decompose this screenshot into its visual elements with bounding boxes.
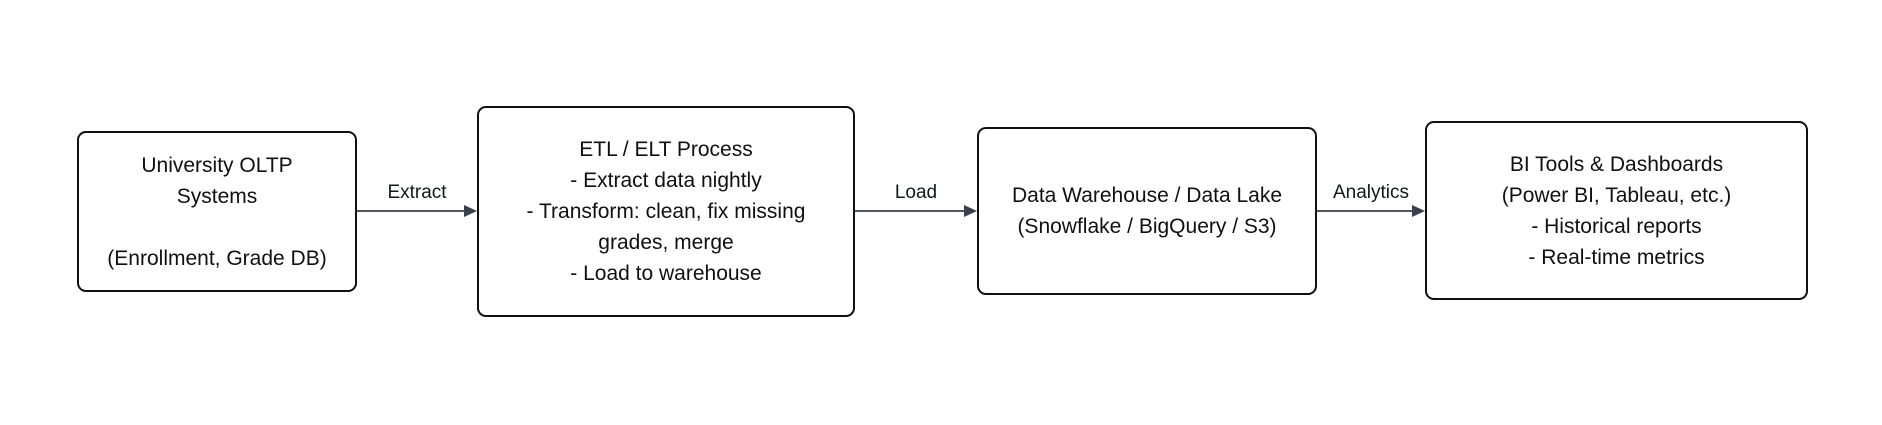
edge-label: Analytics — [1332, 182, 1410, 203]
node-text-line: grades, merge — [598, 231, 734, 254]
edge-label: Load — [894, 182, 938, 203]
node-etl-elt-process: ETL / ELT Process - Extract data nightly… — [477, 106, 855, 317]
node-text-line: Data Warehouse / Data Lake — [1011, 184, 1283, 207]
node-text-line: - Transform: clean, fix missing — [526, 200, 806, 223]
node-text-line: ETL / ELT Process — [579, 138, 753, 161]
edge-label: Extract — [387, 182, 447, 203]
node-text-line: - Real-time metrics — [1528, 245, 1705, 269]
node-text-line: (Snowflake / BigQuery / S3) — [1017, 215, 1277, 238]
arrowhead-icon — [964, 204, 977, 217]
arrow-line — [1317, 210, 1414, 212]
node-text-line: Systems — [176, 184, 258, 208]
arrow-line — [357, 210, 466, 212]
node-data-warehouse-data-lake: Data Warehouse / Data Lake (Snowflake / … — [977, 127, 1317, 295]
node-text-line: - Extract data nightly — [570, 169, 762, 192]
node-text-line: - Historical reports — [1531, 214, 1702, 238]
arrowhead-icon — [1412, 204, 1425, 217]
node-text-line: BI Tools & Dashboards — [1509, 152, 1724, 176]
node-text-line: University OLTP — [141, 153, 293, 177]
node-bi-tools-dashboards: BI Tools & Dashboards (Power BI, Tableau… — [1425, 121, 1808, 300]
node-text-line: (Power BI, Tableau, etc.) — [1501, 183, 1732, 207]
node-text-line: - Load to warehouse — [570, 262, 762, 285]
node-text-line: (Enrollment, Grade DB) — [107, 246, 327, 270]
arrowhead-icon — [464, 204, 477, 217]
node-university-oltp-systems: University OLTP Systems (Enrollment, Gra… — [77, 131, 357, 292]
arrow-line — [855, 210, 966, 212]
